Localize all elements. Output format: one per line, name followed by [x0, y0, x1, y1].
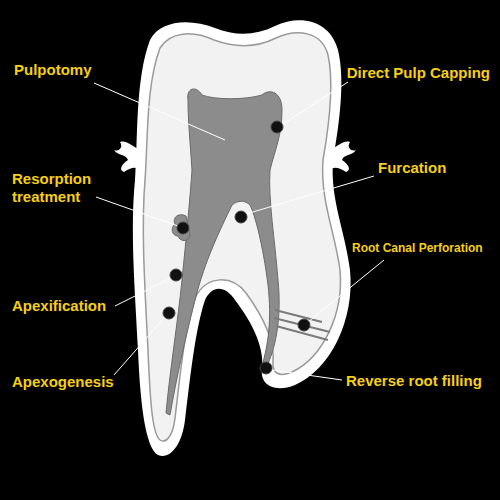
tooth-enamel [133, 20, 351, 456]
leader-lines [94, 82, 384, 380]
part-label: Root Canal Perforation [352, 241, 483, 255]
marker-dot [163, 307, 175, 319]
part-label: Furcation [378, 159, 446, 177]
resorption-defect [172, 215, 190, 241]
marker-dot [177, 222, 189, 234]
leader-line [308, 260, 384, 322]
part-label: Direct Pulp Capping [347, 64, 490, 82]
part-label: Pulpotomy [14, 61, 92, 79]
marker-dot [271, 121, 283, 133]
pulp-chamber [166, 89, 282, 415]
marker-dot [235, 211, 247, 223]
marker-dots [163, 121, 310, 374]
leader-line [272, 370, 342, 380]
part-label: Reverse root filling [346, 372, 482, 390]
tooth-dentin [143, 33, 340, 441]
leader-line [115, 278, 171, 306]
part-label: Apexification [12, 297, 106, 315]
marker-dot [170, 269, 182, 281]
perforation-track [274, 310, 330, 340]
marker-dot [260, 362, 272, 374]
leader-line [114, 317, 165, 375]
part-label: Resorption treatment [12, 170, 112, 206]
marker-dot [298, 319, 310, 331]
leader-line [246, 176, 374, 214]
leader-line [94, 83, 225, 140]
leader-line [96, 197, 178, 226]
part-label: Apexogenesis [12, 373, 114, 391]
leader-line [283, 82, 348, 124]
